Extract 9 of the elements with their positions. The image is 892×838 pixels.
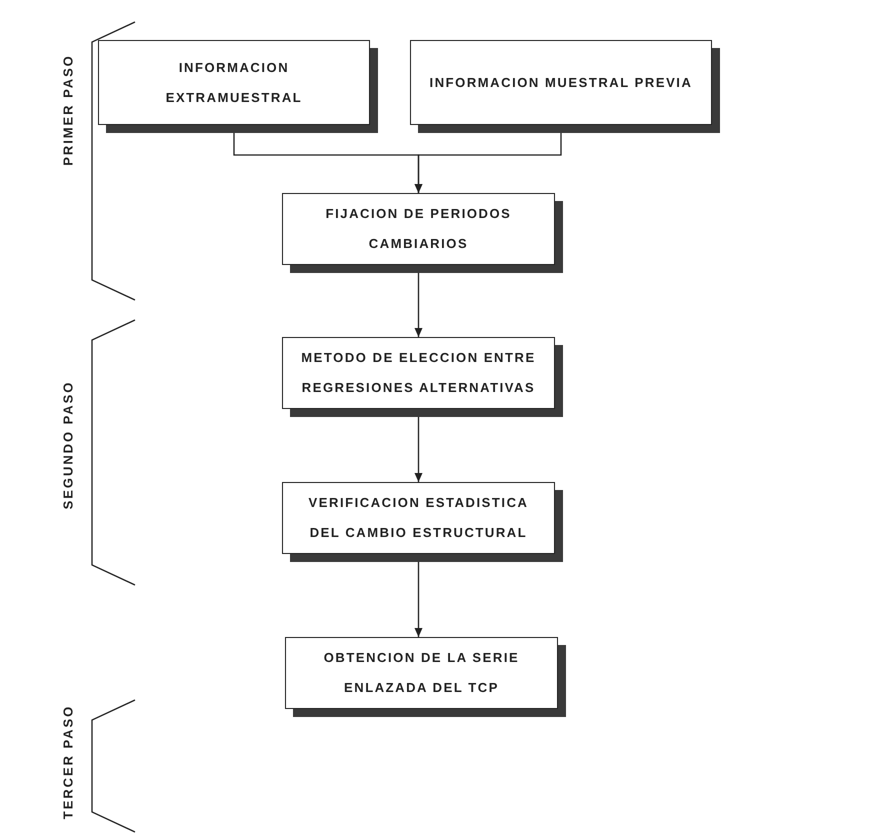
box-text: INFORMACION EXTRAMUESTRAL <box>164 58 304 106</box>
box-text: FIJACION DE PERIODOS CAMBIARIOS <box>324 205 512 253</box>
step-label: SEGUNDO PASO <box>59 380 76 510</box>
step-label: TERCER PASO <box>59 704 76 820</box>
step-label: PRIMER PASO <box>59 54 76 166</box>
box-text: INFORMACION MUESTRAL PREVIA <box>430 74 692 92</box>
box-text: METODO DE ELECCION ENTRE REGRESIONES ALTERNATIVAS <box>300 349 537 397</box>
box-text: VERIFICACION ESTADISTICA DEL CAMBIO ESTRUCTURAL <box>308 494 530 542</box>
box-text: OBTENCION DE LA SERIE ENLAZADA DEL TCP <box>322 649 520 697</box>
